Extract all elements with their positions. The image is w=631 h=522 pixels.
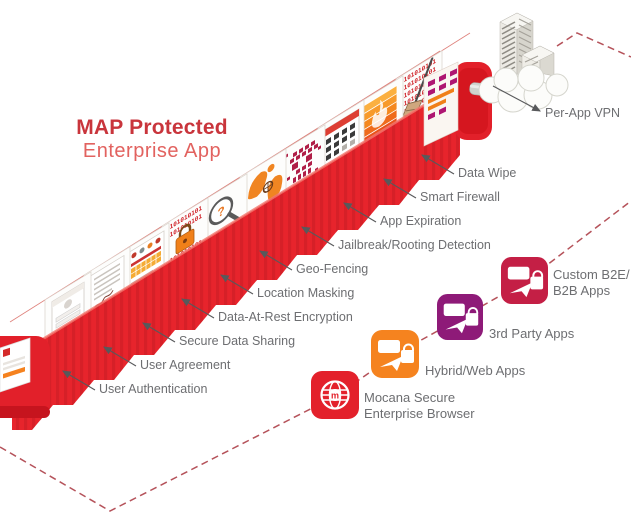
label-line: B2B Apps bbox=[553, 283, 611, 298]
label-data-wipe: Data Wipe bbox=[458, 166, 517, 180]
label-data-at-rest-encryption: Data-At-Rest Encryption bbox=[218, 310, 353, 324]
app-circuit-detail bbox=[428, 68, 457, 120]
label-mocana-browser: Mocana Secure Enterprise Browser bbox=[364, 390, 475, 422]
label-line: Custom B2E/ bbox=[553, 267, 630, 282]
diagram-title: MAP Protected Enterprise App bbox=[62, 116, 242, 163]
svg-text:m: m bbox=[331, 391, 339, 401]
label-line: Mocana Secure bbox=[364, 390, 456, 405]
protected-app-block-bottom bbox=[0, 336, 50, 418]
padlock-icon bbox=[175, 223, 195, 255]
label-custom-b2e-b2b-apps: Custom B2E/ B2B Apps bbox=[553, 267, 630, 299]
label-smart-firewall: Smart Firewall bbox=[420, 190, 500, 204]
label-line: Enterprise Browser bbox=[364, 406, 475, 421]
app-icon-hybrid-web bbox=[371, 330, 419, 378]
label-user-authentication: User Authentication bbox=[99, 382, 208, 396]
label-app-expiration: App Expiration bbox=[380, 214, 462, 228]
label-per-app-vpn: Per-App VPN bbox=[545, 106, 621, 120]
staircase bbox=[11, 81, 461, 430]
globe-m-icon: m bbox=[320, 380, 350, 410]
label-secure-data-sharing: Secure Data Sharing bbox=[179, 334, 296, 348]
cloud bbox=[478, 64, 569, 113]
protected-app-block-top bbox=[423, 61, 492, 147]
label-jailbreak-rooting-detection: Jailbreak/Rooting Detection bbox=[338, 238, 491, 252]
app-icon-mocana-browser: m bbox=[311, 371, 359, 419]
label-location-masking: Location Masking bbox=[257, 286, 355, 300]
feature-arrows bbox=[62, 85, 541, 391]
label-line: 3rd Party Apps bbox=[489, 326, 575, 341]
label-third-party-apps: 3rd Party Apps bbox=[489, 326, 574, 342]
panel-geo-fencing bbox=[239, 148, 287, 230]
label-geo-fencing: Geo-Fencing bbox=[296, 262, 369, 276]
label-line: Hybrid/Web Apps bbox=[425, 363, 526, 378]
svg-text:?: ? bbox=[217, 202, 224, 220]
pixel-skull-icon bbox=[285, 139, 321, 184]
label-hybrid-web-apps: Hybrid/Web Apps bbox=[425, 363, 525, 379]
title-line-1: MAP Protected bbox=[76, 116, 228, 139]
world-map-icon bbox=[248, 163, 283, 200]
app-icon-custom-b2e-b2b bbox=[501, 257, 548, 304]
app-icon-third-party bbox=[437, 294, 483, 340]
vpn-dashed-path bbox=[556, 32, 631, 58]
label-user-agreement: User Agreement bbox=[140, 358, 231, 372]
title-line-2: Enterprise App bbox=[82, 140, 222, 162]
frame-line-top bbox=[9, 50, 441, 323]
